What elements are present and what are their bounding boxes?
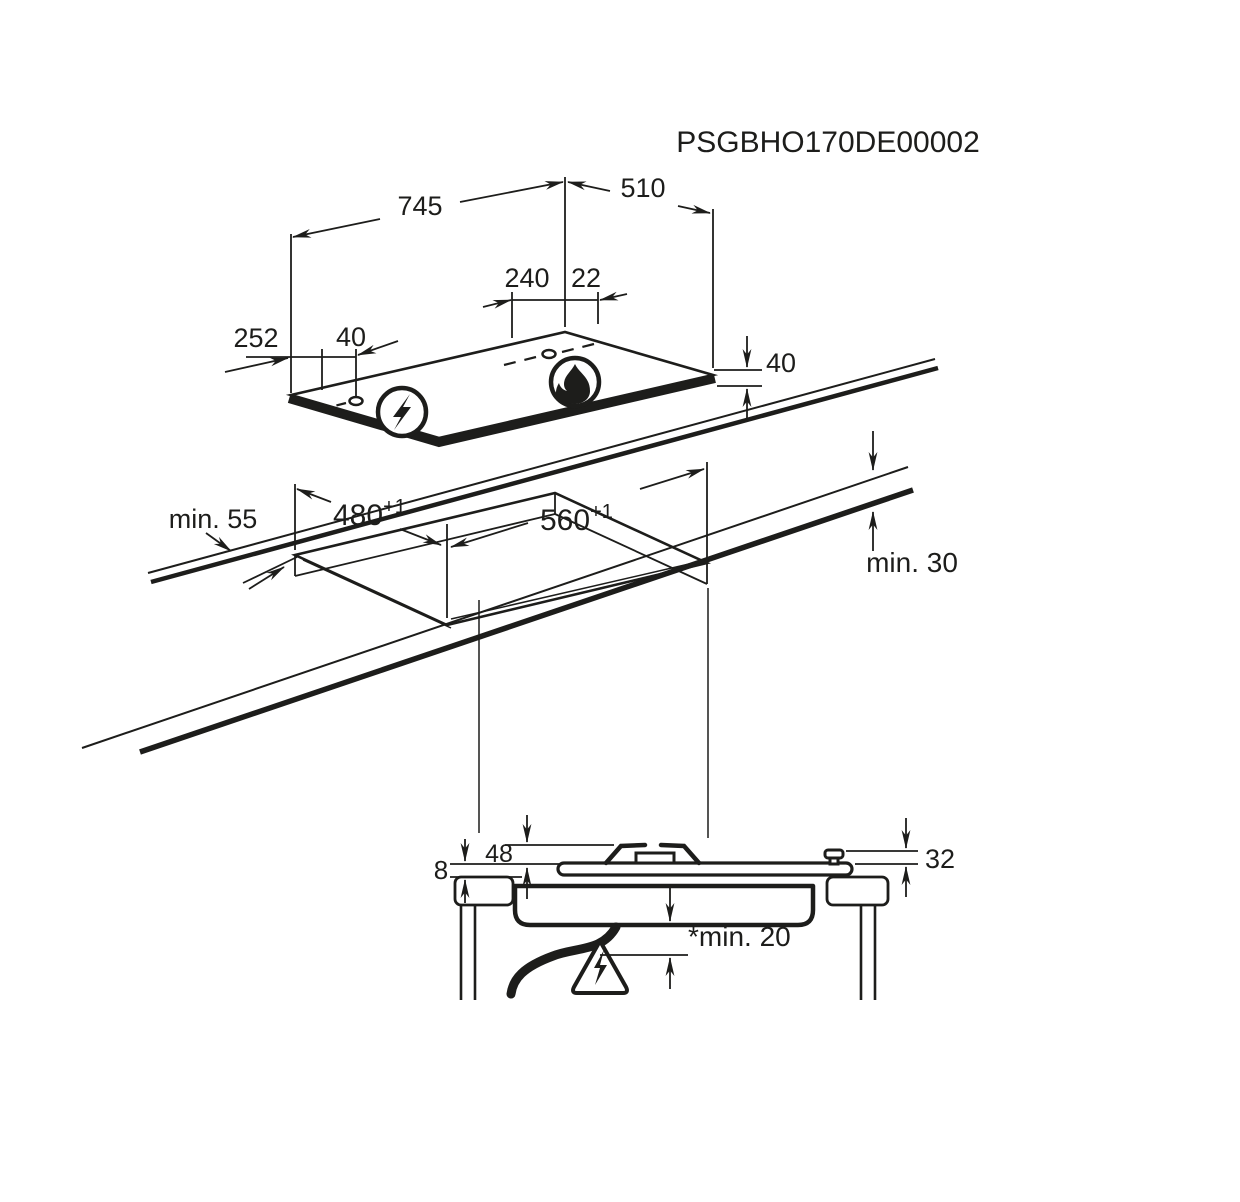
hob-body-section: [512, 883, 816, 928]
glass-section: [556, 861, 854, 877]
burner-offset-a-dim-label: 240: [504, 263, 549, 293]
electric-hazard-triangle-icon: [571, 939, 629, 995]
model-code-label: PSGBHO170DE00002: [676, 126, 980, 159]
worktop-section-left: [453, 875, 515, 907]
worktop-front-edge: [81, 466, 909, 749]
worktop-back-edge: [147, 358, 936, 574]
hob-width-dim-label: 745: [397, 191, 442, 221]
lightning-circle-icon: [375, 385, 429, 439]
hob-depth-dim-label: 510: [620, 173, 665, 203]
cutout-width-dim-label: 560+1: [540, 501, 613, 537]
glass-height-dim-label: 8: [434, 855, 448, 885]
ignition-point-left: [348, 395, 364, 407]
ignition-offset-a-dim-label: 252: [233, 323, 278, 353]
front-clearance-dim-label: min. 55: [169, 504, 258, 534]
ignition-offset-b-dim-label: 40: [336, 322, 366, 352]
worktop-thickness-dim-label: min. 30: [866, 547, 958, 578]
burner-offset-b-dim-label: 22: [571, 263, 601, 293]
worktop-section-right: [825, 875, 890, 907]
clearance-below-dim-label: *min. 20: [688, 921, 791, 952]
worktop-cutout-view: 480+1 560+1 min. 55 min. 30: [81, 358, 958, 838]
connector-height-dim-label: 32: [925, 844, 955, 874]
cutout-depth-dim-label: 480+1: [333, 496, 406, 532]
hob-edge-height-dim-label: 40: [766, 348, 796, 378]
burner-section: [634, 851, 676, 865]
cross-section-view: 48 8 32 *min. 20: [434, 815, 955, 1000]
ignition-point-right: [541, 348, 557, 360]
flame-circle-icon: [548, 355, 602, 409]
pan-support: [603, 842, 702, 866]
hob-isometric-view: 745 510 240 22 252 40 40: [224, 173, 796, 448]
